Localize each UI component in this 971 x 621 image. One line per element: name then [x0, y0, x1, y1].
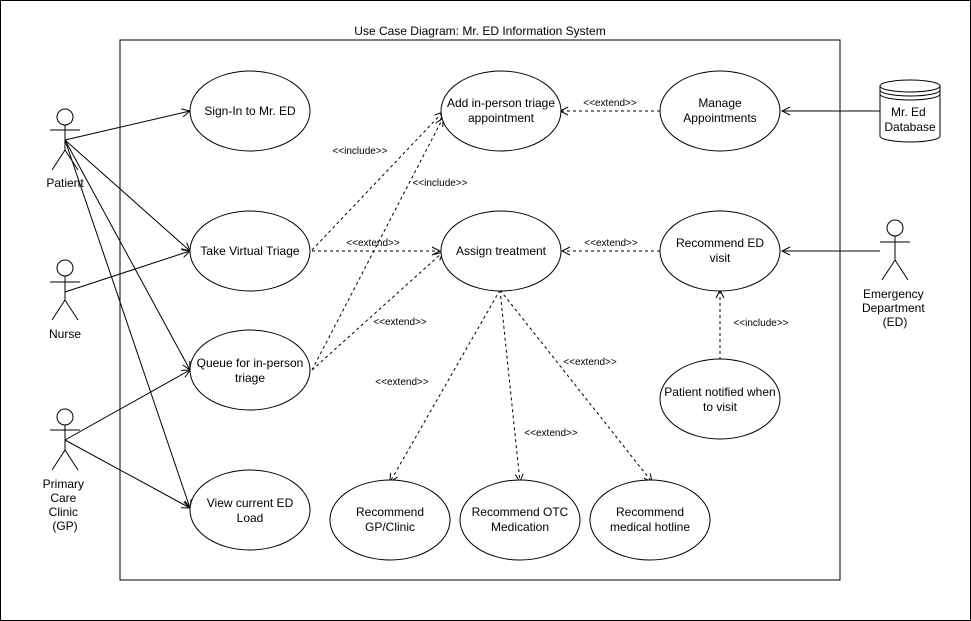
recommend-hotline-line1: Recommend: [616, 505, 684, 519]
dep-triage-add: [311, 112, 443, 251]
assoc-gp-viewload: [64, 439, 190, 508]
label-include-1: <<include>>: [332, 146, 387, 157]
recommend-otc-line2: Medication: [491, 520, 549, 534]
dep-queue-assign: [311, 252, 443, 371]
actor-ed-label: Emergency Department (ED): [862, 287, 928, 329]
queue-line2: triage: [235, 371, 265, 385]
recommend-ed-line1: Recommend ED: [676, 236, 764, 250]
queue-line1: Queue for in-person: [197, 356, 304, 370]
database-cylinder-icon[interactable]: [879, 79, 941, 143]
view-load-line1: View current ED: [207, 496, 294, 510]
database-label: Mr. Ed Database: [884, 105, 936, 134]
label-extend-5: <<extend>>: [375, 377, 429, 388]
stereotype-labels: <<include>> <<include>> <<extend>> <<ext…: [332, 98, 788, 439]
actor-gp[interactable]: [50, 408, 80, 471]
label-extend-1: <<extend>>: [346, 238, 400, 249]
label-extend-3: <<extend>>: [583, 98, 637, 109]
assoc-patient-viewload: [64, 139, 190, 508]
recommend-otc-line1: Recommend OTC: [472, 505, 569, 519]
add-appt-line2: appointment: [468, 111, 535, 125]
dependencies: [311, 111, 720, 482]
use-case-virtual-triage[interactable]: Take Virtual Triage: [189, 210, 311, 292]
sign-in-line1: Sign-In to Mr. ED: [204, 104, 296, 118]
nurse-stick-figure-icon: [56, 259, 74, 277]
label-extend-4: <<extend>>: [584, 238, 638, 249]
ed-stick-figure-icon: [886, 219, 904, 237]
recommend-gp-line1: Recommend: [356, 505, 424, 519]
recommend-ed-line2: visit: [710, 251, 731, 265]
notified-line1: Patient notified when: [664, 385, 775, 399]
actor-patient[interactable]: [50, 108, 80, 171]
assoc-patient-signin: [64, 111, 190, 141]
recommend-gp-line2: GP/Clinic: [365, 520, 415, 534]
assign-treatment-line1: Assign treatment: [456, 244, 547, 258]
dep-assign-gp: [390, 289, 501, 482]
recommend-hotline-line2: medical hotline: [610, 520, 690, 534]
actor-nurse-label: Nurse: [49, 327, 81, 341]
label-extend-6: <<extend>>: [563, 357, 617, 368]
virtual-triage-line1: Take Virtual Triage: [200, 244, 299, 258]
patient-stick-figure-icon: [56, 108, 74, 126]
dep-assign-otc: [499, 289, 520, 482]
manage-line2: Appointments: [683, 111, 756, 125]
dep-queue-add: [311, 118, 443, 371]
assoc-nurse-triage: [64, 251, 190, 293]
actor-gp-label: Primary Care Clinic (GP): [43, 477, 88, 533]
notified-line2: to visit: [703, 400, 738, 414]
label-include-3: <<include>>: [733, 318, 788, 329]
assoc-gp-queue: [64, 370, 190, 441]
dep-assign-hotline: [499, 289, 652, 482]
diagram-title: Use Case Diagram: Mr. ED Information Sys…: [354, 24, 605, 38]
associations: [64, 111, 880, 508]
view-load-line2: Load: [237, 511, 264, 525]
assoc-patient-triage: [64, 139, 190, 251]
system-boundary: [119, 39, 841, 581]
actor-nurse[interactable]: [50, 259, 80, 321]
manage-line1: Manage: [698, 96, 742, 110]
use-case-sign-in[interactable]: Sign-In to Mr. ED: [189, 70, 311, 152]
label-extend-7: <<extend>>: [524, 428, 578, 439]
svg-text:Assign treatment: Assign treatment: [456, 244, 547, 258]
svg-text:Take Virtual Triage: Take Virtual Triage: [200, 244, 299, 258]
actor-patient-label: Patient: [46, 176, 84, 190]
add-appt-line1: Add in-person triage: [447, 96, 555, 110]
label-include-2: <<include>>: [412, 178, 467, 189]
svg-text:Sign-In to Mr. ED: Sign-In to Mr. ED: [204, 104, 296, 118]
actor-ed[interactable]: [880, 219, 910, 281]
gp-stick-figure-icon: [56, 408, 74, 426]
label-extend-2: <<extend>>: [373, 317, 427, 328]
use-case-assign-treatment[interactable]: Assign treatment: [440, 210, 562, 292]
assoc-patient-queue: [64, 139, 190, 370]
